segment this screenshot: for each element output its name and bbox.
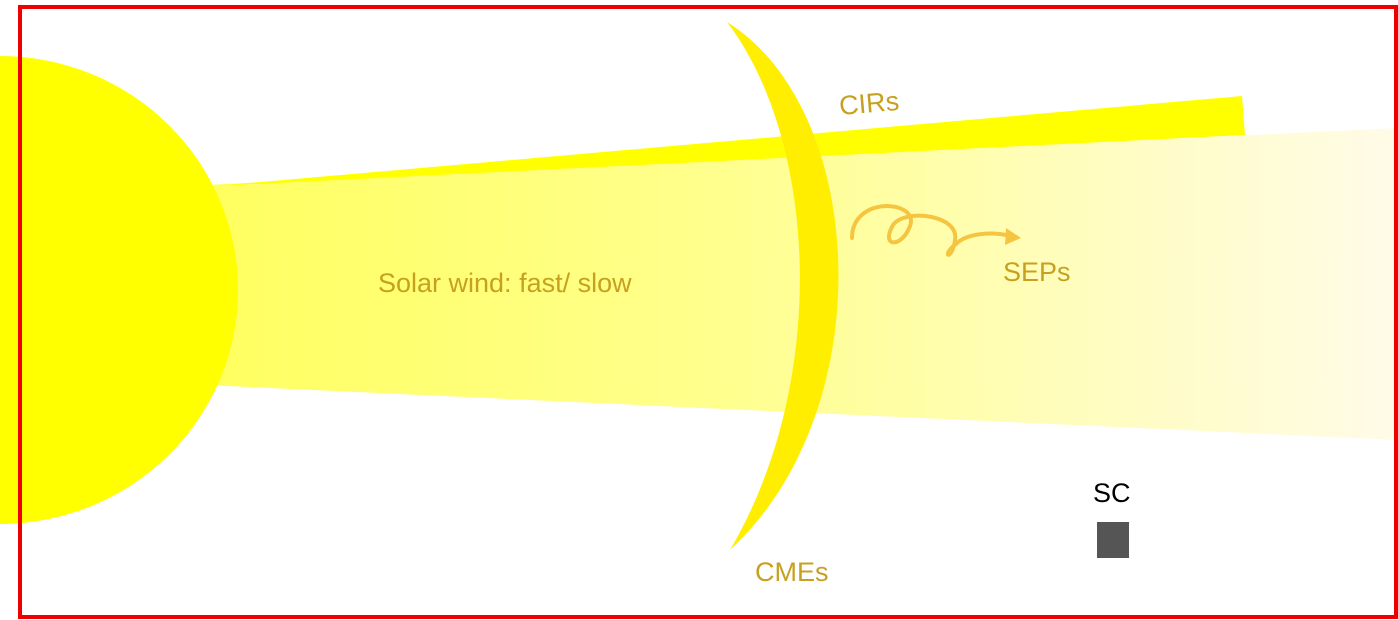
solar-wind-label: Solar wind: fast/ slow: [378, 268, 632, 298]
cir-wedge: [215, 96, 1245, 186]
cme-arc: [727, 22, 839, 550]
sc-label: SC: [1093, 478, 1131, 508]
sep-arrowhead-icon: [1005, 228, 1021, 245]
sun: [0, 56, 238, 524]
cmes-label: CMEs: [755, 557, 829, 587]
seps-label: SEPs: [1003, 257, 1071, 287]
cirs-label: CIRs: [838, 86, 900, 121]
sep-spiral-path: [850, 204, 1012, 257]
frame-border: [18, 5, 1398, 619]
spacecraft-icon: [1097, 522, 1129, 558]
